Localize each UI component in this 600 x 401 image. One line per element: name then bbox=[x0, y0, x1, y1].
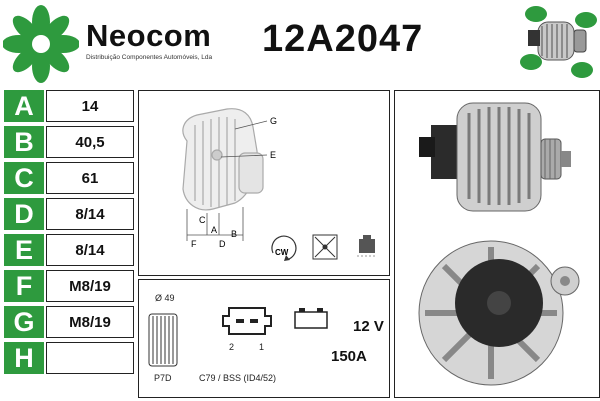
dimension-diagram-panel: G E C A B F D CW bbox=[138, 90, 390, 276]
fan-icon bbox=[312, 234, 338, 260]
rotation-cw-icon: CW bbox=[271, 235, 297, 261]
spec-value: 40,5 bbox=[46, 126, 134, 158]
spec-value: 8/14 bbox=[46, 198, 134, 230]
spec-value: 8/14 bbox=[46, 234, 134, 266]
spec-value: M8/19 bbox=[46, 306, 134, 338]
alternator-rear-view bbox=[418, 240, 580, 386]
spec-value bbox=[46, 342, 134, 374]
spec-letter: E bbox=[4, 234, 44, 266]
spec-row-b: B 40,5 bbox=[4, 126, 134, 160]
diagram-label-d: D bbox=[219, 239, 226, 249]
pulley-icon bbox=[148, 313, 178, 367]
battery-icon bbox=[294, 308, 328, 329]
diagram-label-g: G bbox=[270, 116, 277, 126]
spec-row-e: E 8/14 bbox=[4, 234, 134, 268]
part-number: 12A2047 bbox=[262, 18, 424, 60]
spec-row-h: H bbox=[4, 342, 134, 376]
connector-code: C79 / BSS (ID4/52) bbox=[199, 373, 277, 383]
pulley-type: P7D bbox=[154, 373, 172, 383]
brand-name: Neocom bbox=[86, 18, 212, 53]
current: 150A bbox=[331, 348, 367, 365]
diagram-label-a: A bbox=[211, 225, 217, 235]
alternator-photo bbox=[418, 102, 580, 386]
neocom-logo-icon bbox=[3, 5, 79, 83]
spec-letter: A bbox=[4, 90, 44, 122]
alternator-side-view bbox=[419, 102, 571, 212]
diagram-label-c: C bbox=[199, 215, 206, 225]
diagram-label-e: E bbox=[270, 150, 276, 160]
spec-row-g: G M8/19 bbox=[4, 306, 134, 340]
electrical-spec-panel: Ø 49 P7D 2 1 C79 / BSS (ID4/52) 12 V 150… bbox=[138, 279, 390, 398]
spec-value: 61 bbox=[46, 162, 134, 194]
connector-pin-2: 2 bbox=[229, 342, 235, 352]
spec-letter: C bbox=[4, 162, 44, 194]
connector-icon bbox=[222, 307, 272, 335]
spec-row-c: C 61 bbox=[4, 162, 134, 196]
alternator-thumbnail-icon bbox=[520, 6, 597, 78]
alternator-outline-diagram: G E C A B F D CW bbox=[182, 108, 377, 261]
svg-text:CW: CW bbox=[275, 248, 289, 257]
spec-letter: D bbox=[4, 198, 44, 230]
spec-value: 14 bbox=[46, 90, 134, 122]
connector-pin-1: 1 bbox=[259, 342, 265, 352]
plug-icon bbox=[357, 235, 377, 257]
spec-letter: G bbox=[4, 306, 44, 338]
spec-row-d: D 8/14 bbox=[4, 198, 134, 232]
diagram-label-f: F bbox=[191, 239, 197, 249]
voltage: 12 V bbox=[353, 318, 384, 335]
spec-letter: F bbox=[4, 270, 44, 302]
spec-letter: B bbox=[4, 126, 44, 158]
spec-letter: H bbox=[4, 342, 44, 374]
spec-row-f: F M8/19 bbox=[4, 270, 134, 304]
spec-row-a: A 14 bbox=[4, 90, 134, 124]
brand-subtitle: Distribuição Componentes Automóveis, Lda bbox=[86, 54, 213, 61]
pulley-diameter: Ø 49 bbox=[155, 293, 175, 303]
spec-value: M8/19 bbox=[46, 270, 134, 302]
product-photo-panel bbox=[394, 90, 600, 398]
diagram-label-b: B bbox=[231, 229, 237, 239]
